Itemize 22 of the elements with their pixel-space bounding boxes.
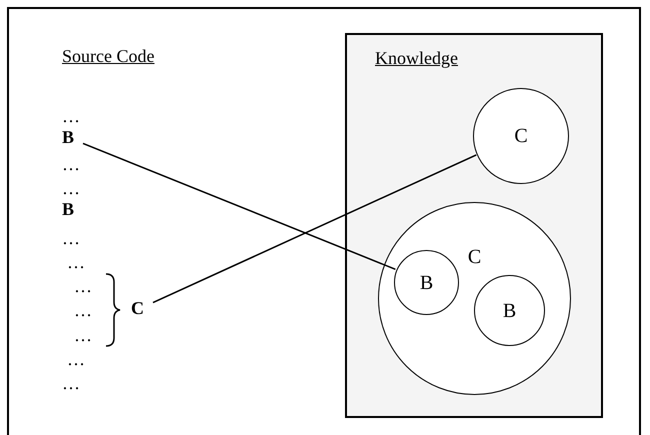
code-line-text: …	[62, 373, 80, 393]
code-line-text: …	[62, 154, 80, 174]
code-line-text: …	[62, 106, 80, 126]
circle-label: B	[502, 300, 518, 320]
code-line-text: …	[62, 178, 80, 198]
circle-label: C	[466, 247, 482, 267]
code-marker: B	[62, 127, 77, 149]
circle-label: B	[418, 272, 434, 292]
code-line-text: …	[74, 276, 92, 296]
code-line-text: …	[62, 228, 80, 248]
column-heading: Source Code	[62, 46, 154, 66]
code-line-text: …	[74, 325, 92, 345]
panel-heading: Knowledge	[375, 48, 458, 68]
code-line-text: …	[67, 252, 85, 272]
code-line-text: …	[67, 349, 85, 369]
knowledge-panel	[345, 33, 603, 418]
circle-label: C	[513, 126, 529, 146]
connector-line	[152, 154, 477, 304]
connector-line	[82, 142, 396, 270]
code-line-text: …	[74, 300, 92, 320]
code-marker: C	[131, 298, 147, 320]
code-marker: B	[62, 199, 74, 219]
